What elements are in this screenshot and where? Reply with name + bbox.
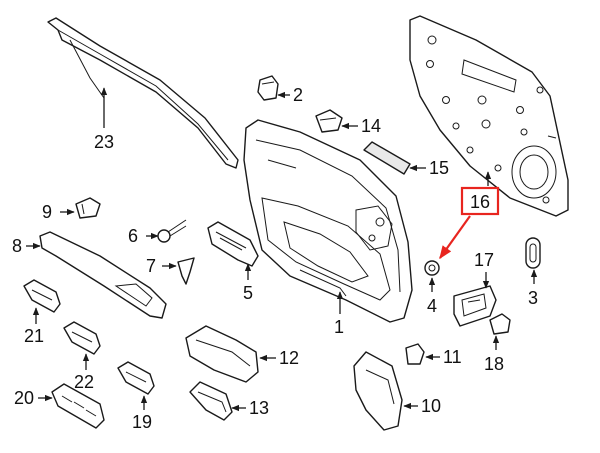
callout-1: 1	[334, 317, 344, 337]
part-7-clip	[177, 257, 195, 285]
callout-18: 18	[484, 354, 504, 374]
callout-22: 22	[74, 372, 94, 392]
part-1-door-trim-panel	[243, 119, 413, 323]
callout-21: 21	[24, 326, 44, 346]
part-10-speaker-cover	[353, 351, 403, 431]
highlight-arrow-16	[439, 215, 471, 260]
callout-10: 10	[421, 396, 441, 416]
callout-23: 23	[94, 132, 114, 152]
callout-14: 14	[361, 116, 381, 136]
callout-5: 5	[243, 283, 253, 303]
part-5-handle-escutcheon	[207, 221, 259, 267]
callout-6: 6	[128, 226, 138, 246]
part-17-switch-bezel	[453, 285, 497, 327]
part-13-pull-handle-trim	[189, 381, 233, 421]
callout-4: 4	[427, 296, 437, 316]
callout-8: 8	[12, 236, 22, 256]
callout-3: 3	[528, 288, 538, 308]
part-21-switch	[23, 279, 61, 313]
part-16-insulation-panel	[409, 15, 569, 217]
callout-12: 12	[279, 348, 299, 368]
callout-19: 19	[132, 412, 152, 432]
callout-7: 7	[146, 256, 156, 276]
part-3-oval-clip	[525, 237, 541, 269]
part-18-small-clip	[489, 313, 511, 335]
callout-20: 20	[14, 388, 34, 408]
part-23-upper-trim-strip	[47, 17, 239, 169]
part-4-grommet	[424, 260, 440, 276]
part-22-switch	[63, 321, 101, 355]
part-14-bracket	[315, 109, 343, 133]
callout-17: 17	[474, 250, 494, 270]
part-9-clip	[75, 197, 101, 219]
part-20-window-switch-panel	[51, 383, 105, 429]
part-8-lower-trim-strip	[39, 231, 167, 319]
callout-13: 13	[249, 398, 269, 418]
callout-16-highlight-box	[460, 186, 500, 216]
callout-11: 11	[443, 347, 462, 367]
callout-9: 9	[42, 202, 52, 222]
part-15-trim-insert	[363, 141, 411, 175]
part-2-clip	[257, 75, 279, 101]
callout-15: 15	[429, 158, 449, 178]
part-11-clip	[405, 343, 425, 365]
callout-2: 2	[293, 85, 303, 105]
part-19-switch	[117, 361, 155, 395]
callout-16: 16	[470, 192, 490, 212]
part-12-armrest-pad	[185, 325, 259, 383]
part-6-screw	[157, 219, 187, 243]
